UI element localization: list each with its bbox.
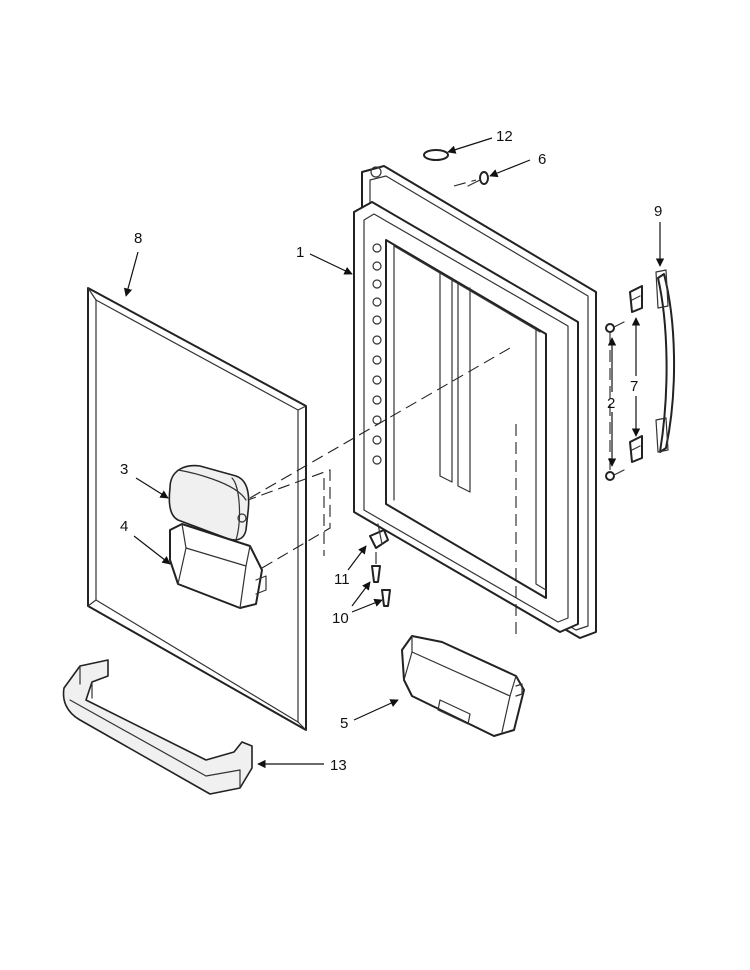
callout-4: 4 bbox=[120, 518, 128, 535]
callout-9: 9 bbox=[654, 203, 662, 220]
bottom-bin bbox=[62, 659, 253, 795]
callout-5: 5 bbox=[340, 715, 348, 732]
plug-cap bbox=[423, 149, 449, 161]
hinge-brackets bbox=[629, 285, 643, 463]
assembly-dash-lines bbox=[247, 179, 611, 640]
callout-10: 10 bbox=[332, 610, 349, 627]
top-screw bbox=[467, 171, 489, 187]
callout-1: 1 bbox=[296, 244, 304, 261]
dispenser-cover bbox=[168, 464, 250, 541]
callout-6: 6 bbox=[538, 151, 546, 168]
callout-12: 12 bbox=[496, 128, 513, 145]
leader-lines bbox=[123, 137, 665, 769]
callout-3: 3 bbox=[120, 461, 128, 478]
callout-13: 13 bbox=[330, 757, 347, 774]
frame-detents bbox=[372, 243, 382, 465]
callout-labels: 1 2 3 4 5 6 7 8 9 10 11 12 13 bbox=[120, 128, 662, 774]
door-handle bbox=[655, 269, 676, 453]
bottom-screws bbox=[371, 565, 391, 607]
door-stop bbox=[369, 523, 389, 549]
dispenser-shelf bbox=[169, 523, 267, 609]
callout-11: 11 bbox=[334, 571, 350, 588]
callout-8: 8 bbox=[134, 230, 142, 247]
callout-2: 2 bbox=[607, 395, 615, 412]
door-bin bbox=[401, 635, 525, 737]
door-frame bbox=[353, 165, 597, 639]
callout-7: 7 bbox=[630, 378, 638, 395]
